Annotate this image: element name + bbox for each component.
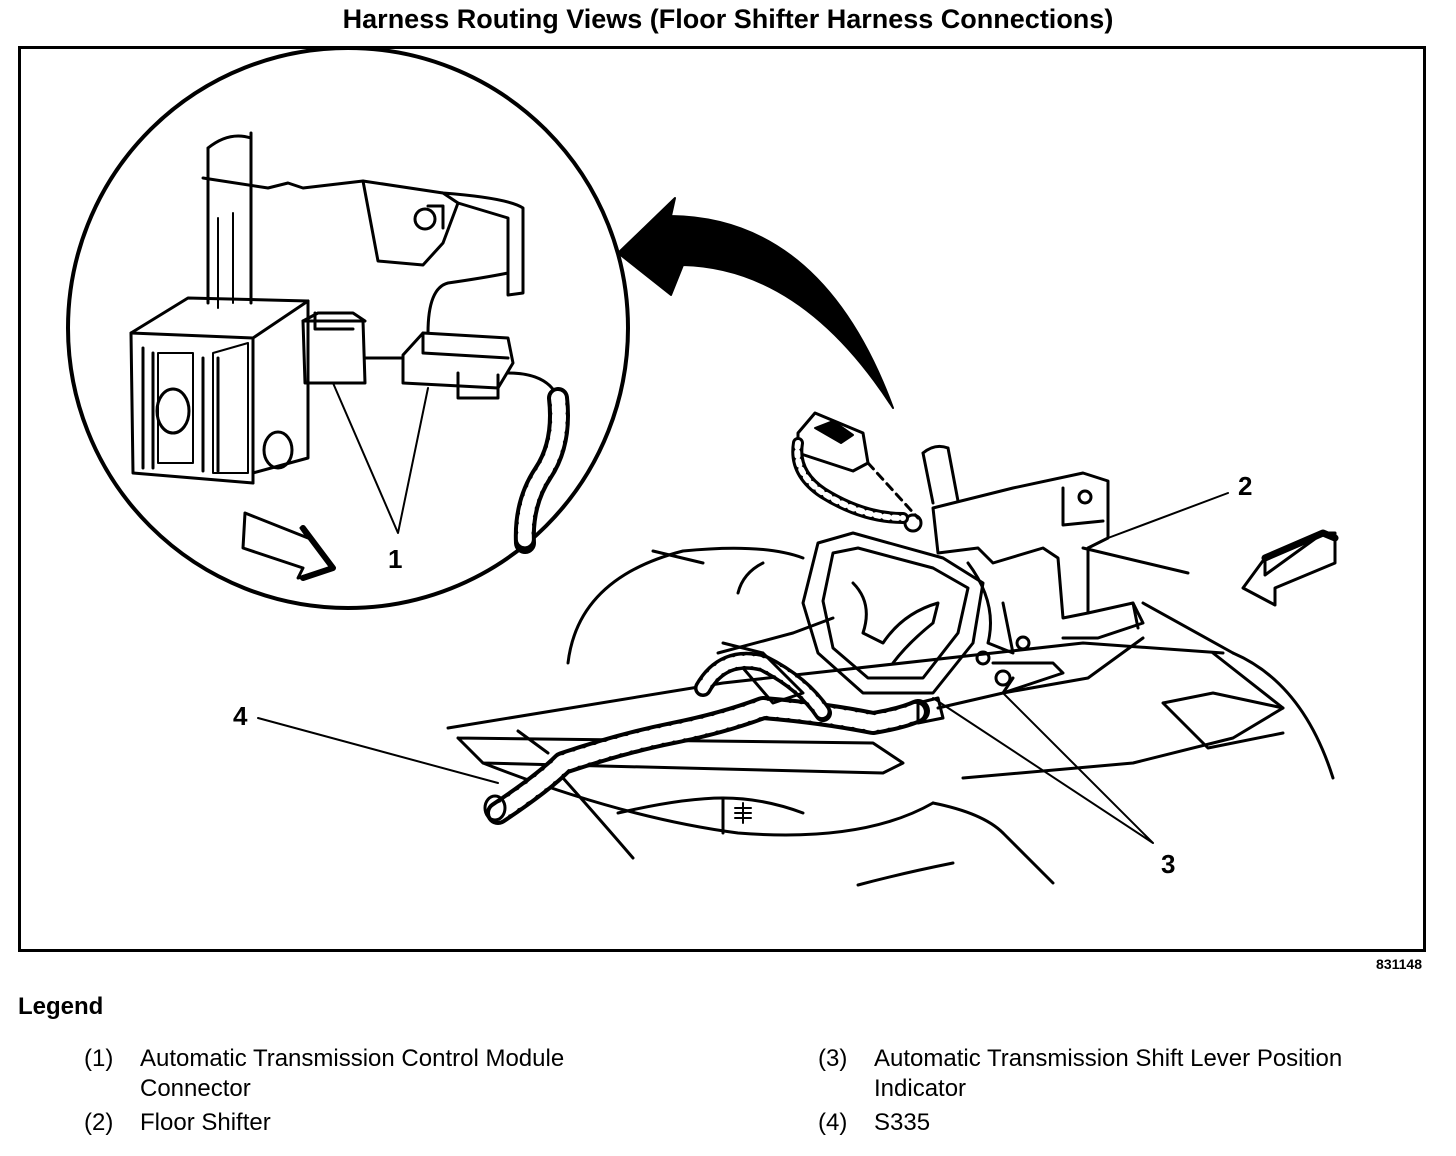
callout-4: 4: [233, 701, 248, 731]
callout-1: 1: [388, 544, 402, 574]
harness-illustration: 1 2 3 4: [66, 49, 1339, 887]
diagram-frame: 1 2 3 4: [18, 46, 1426, 952]
legend-item-text: Automatic Transmission Control Module Co…: [140, 1045, 565, 1102]
legend-item-text: S335: [874, 1109, 931, 1136]
wiring-harness: [483, 616, 1015, 825]
callout-2: 2: [1238, 471, 1252, 501]
detail-inset-circle: [66, 49, 630, 610]
floor-shifter: [791, 411, 1145, 695]
legend-item-number: (3): [818, 1045, 848, 1072]
legend-title: Legend: [18, 993, 104, 1020]
legend-item-number: (2): [84, 1109, 114, 1136]
legend-item-text: Automatic Transmission Shift Lever Posit…: [874, 1045, 1343, 1102]
legend-item-number: (1): [84, 1045, 114, 1072]
floor-console: [446, 546, 1335, 887]
view-direction-arrow: [1241, 529, 1339, 607]
diagram-title: Harness Routing Views (Floor Shifter Har…: [342, 4, 1114, 34]
detail-pointer-arrow: [617, 197, 894, 409]
callout-3: 3: [1161, 849, 1175, 879]
legend-item-number: (4): [818, 1109, 848, 1136]
legend-item-text: Floor Shifter: [140, 1109, 271, 1136]
callout-leaders: [257, 492, 1229, 844]
figure-id: 831148: [1376, 956, 1422, 972]
